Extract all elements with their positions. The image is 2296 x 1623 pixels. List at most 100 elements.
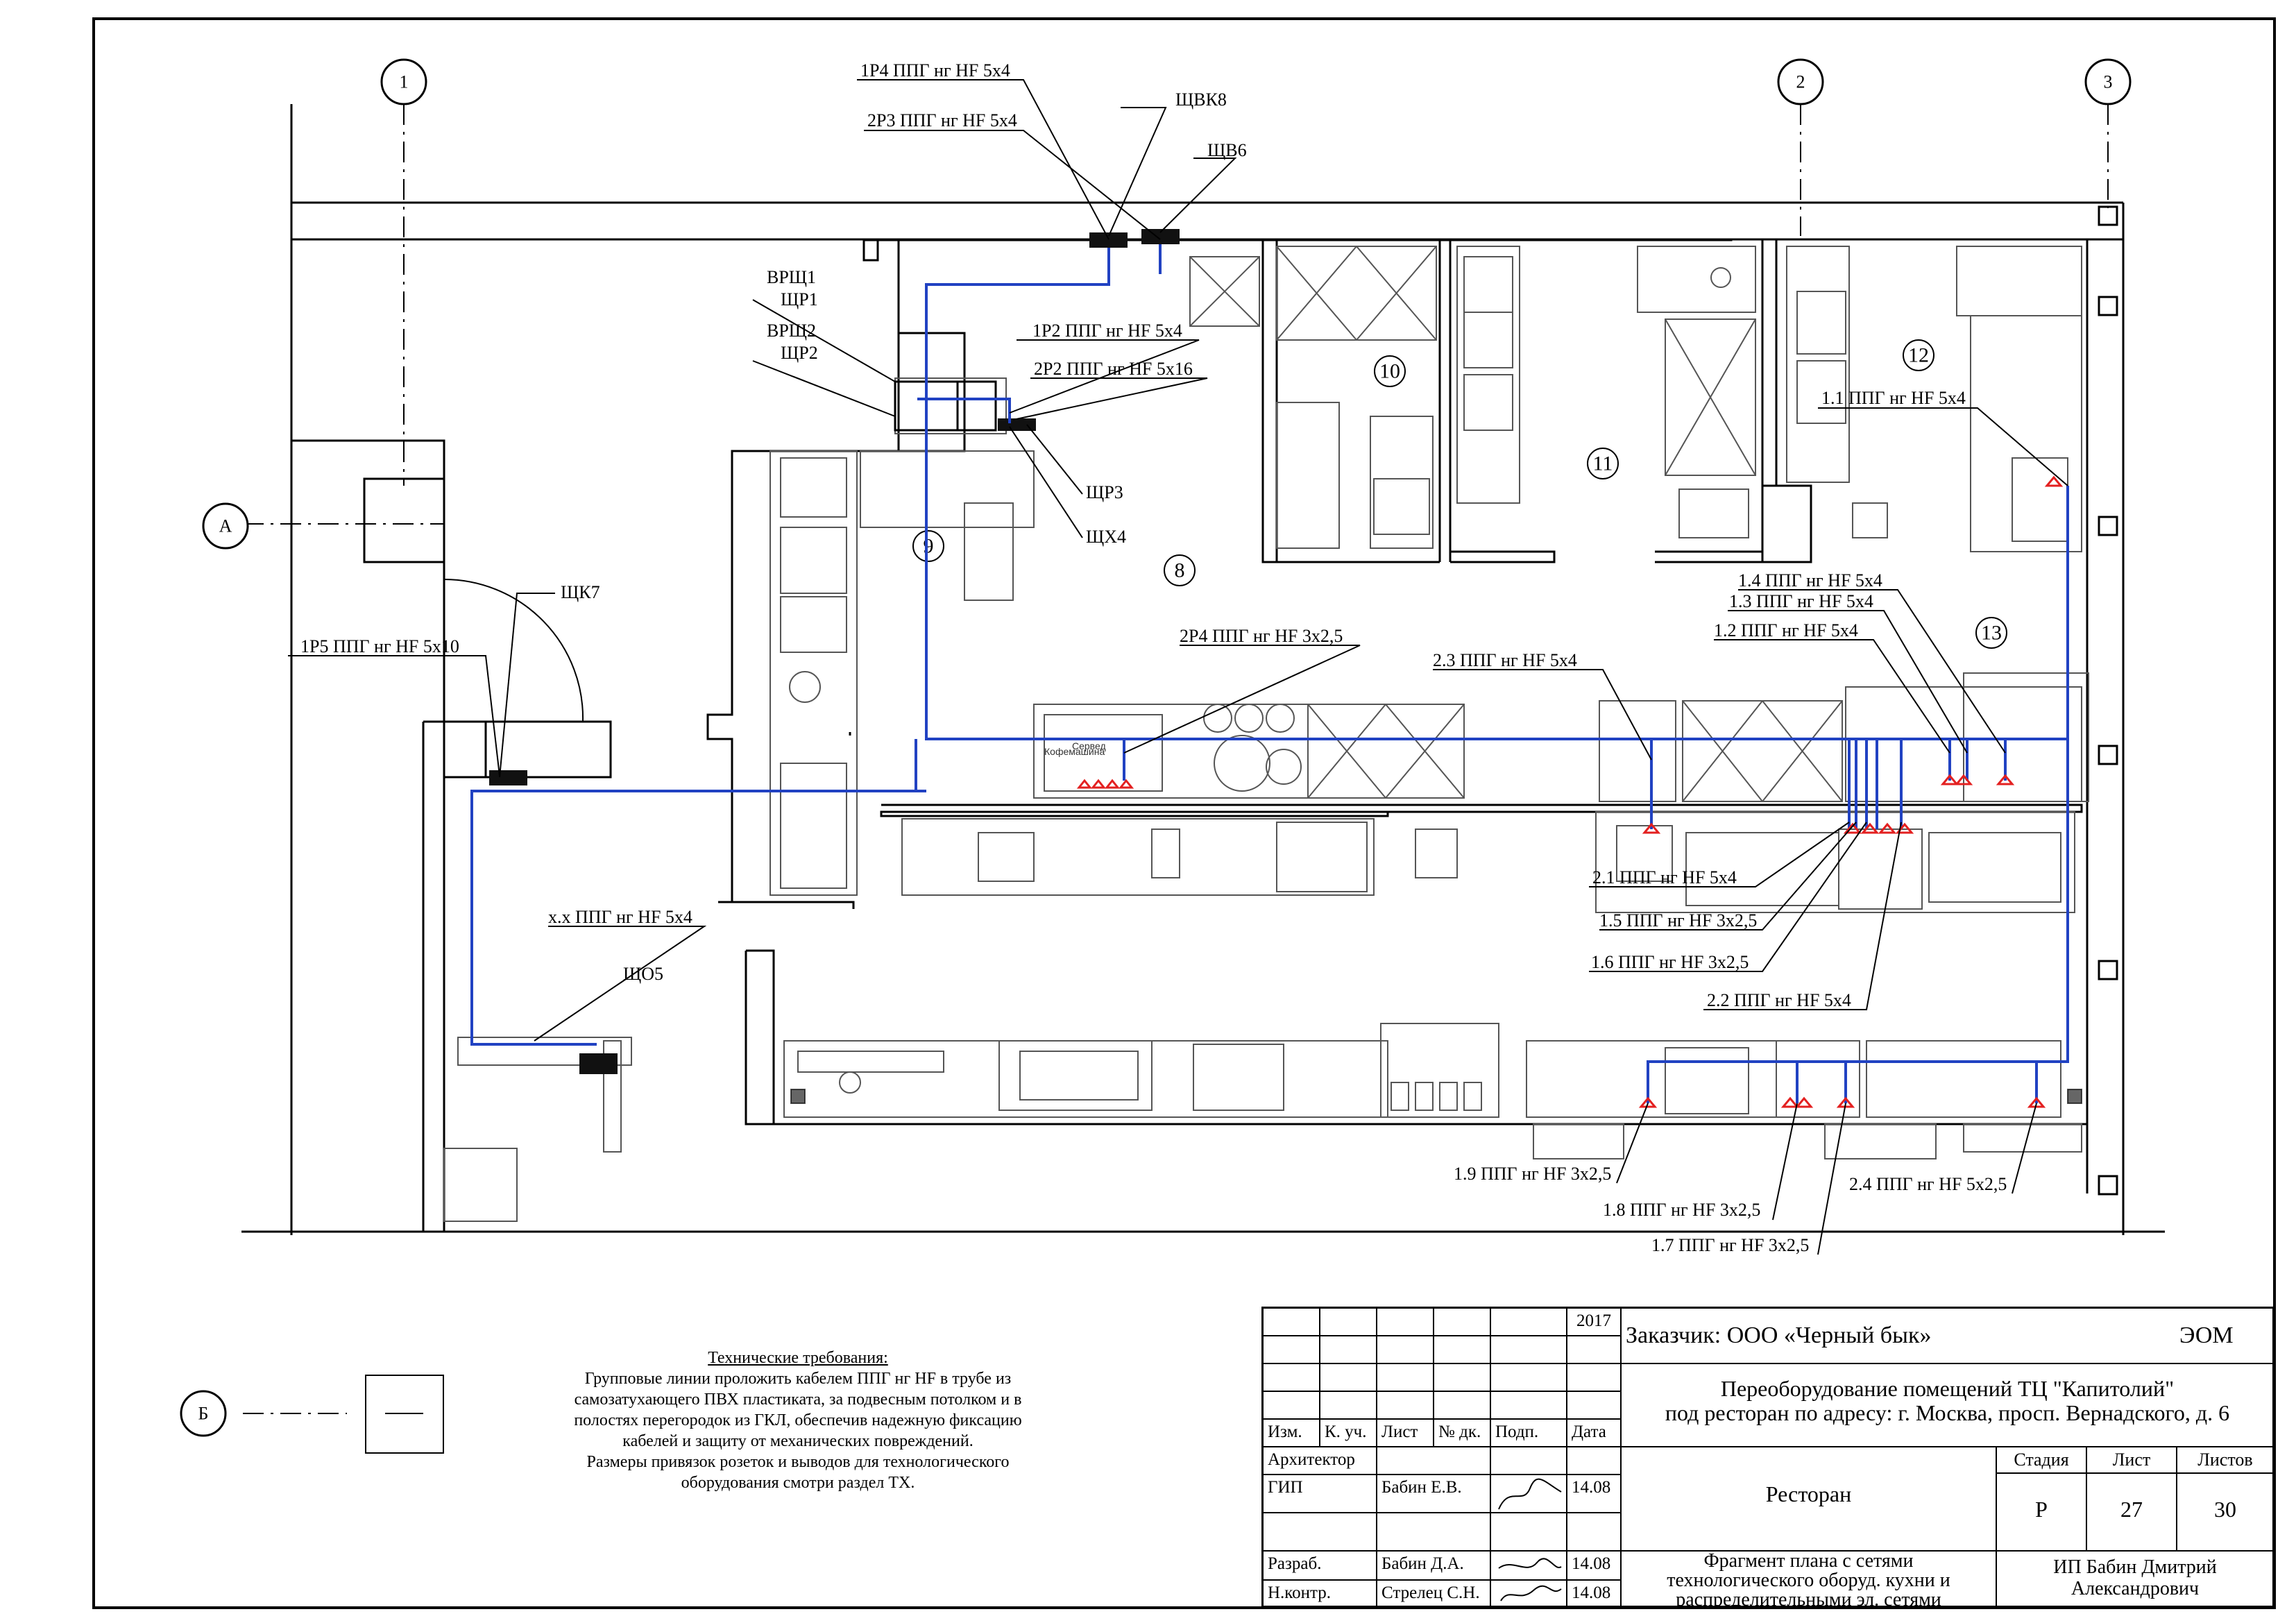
cable-xx: х.х ППГ нг HF 5х4 xyxy=(548,907,692,927)
notes-line: кабелей и защиту от механических поврежд… xyxy=(622,1432,973,1450)
hdr-list: Лист xyxy=(1377,1420,1434,1447)
svg-text:Б: Б xyxy=(198,1404,209,1424)
label-shchvk8: ЩВК8 xyxy=(1175,90,1227,110)
label-shchv6: ЩВ6 xyxy=(1207,140,1247,160)
coffee-machine-label: Кофемашина xyxy=(1044,746,1105,757)
cable-2-1: 2.1 ППГ нг HF 5х4 xyxy=(1592,867,1737,887)
room-10: 10 xyxy=(1374,355,1406,387)
cable-2-2: 2.2 ППГ нг HF 5х4 xyxy=(1707,990,1851,1010)
date-gip: 14.08 xyxy=(1567,1475,1622,1513)
svg-text:8: 8 xyxy=(1175,559,1185,582)
label-shcho5: ЩО5 xyxy=(623,964,663,984)
cable-1-4: 1.4 ППГ нг HF 5х4 xyxy=(1738,570,1882,590)
notes-line: Групповые линии проложить кабелем ППГ нг… xyxy=(584,1370,1012,1388)
svg-text:2: 2 xyxy=(1796,72,1805,92)
role-nkontr: Н.контр. xyxy=(1264,1581,1377,1608)
svg-text:9: 9 xyxy=(924,535,934,558)
notes-line: самозатухающего ПВХ пластиката, за подве… xyxy=(574,1391,1022,1409)
hdr-ndk: № дк. xyxy=(1434,1420,1491,1447)
room-12: 12 xyxy=(1903,339,1934,371)
name-gip: Бабин Е.В. xyxy=(1377,1475,1491,1513)
cable-2p4: 2Р4 ППГ нг HF 3х2,5 xyxy=(1180,626,1343,646)
power-outlets xyxy=(1076,475,2064,1108)
axis-bubble-a: А xyxy=(202,502,249,550)
role-gip: ГИП xyxy=(1264,1475,1377,1513)
cable-2p3: 2Р3 ППГ нг HF 5х4 xyxy=(867,110,1017,130)
label-vrsh1: ВРЩ1 xyxy=(767,267,816,287)
name-nkontr: Стрелец С.Н. xyxy=(1377,1581,1491,1608)
room-11: 11 xyxy=(1587,448,1619,479)
stamp-code: ЭОМ xyxy=(2179,1323,2234,1348)
sheet-value: 27 xyxy=(2087,1474,2177,1552)
sheet-frame xyxy=(92,17,2276,1609)
cable-1-8: 1.8 ППГ нг HF 3х2,5 xyxy=(1603,1200,1760,1220)
notes-title: Технические требования: xyxy=(708,1349,888,1367)
cable-1p2: 1Р2 ППГ нг HF 5х4 xyxy=(1032,321,1182,341)
date-razrab: 14.08 xyxy=(1567,1552,1622,1581)
hdr-podp: Подп. xyxy=(1491,1420,1567,1447)
cafe-label: Сервед xyxy=(1072,740,1106,751)
stamp-project: Переоборудование помещений ТЦ "Капитолий… xyxy=(1622,1364,2274,1447)
cable-1-7: 1.7 ППГ нг HF 3х2,5 xyxy=(1651,1235,1809,1255)
label-shchr2: ЩР2 xyxy=(781,343,818,363)
cable-routes xyxy=(470,244,2069,1103)
project-line2: под ресторан по адресу: г. Москва, просп… xyxy=(1665,1400,2230,1426)
leader-lines xyxy=(288,79,2068,1255)
hdr-kuch: К. уч. xyxy=(1320,1420,1377,1447)
kitchen-equipment xyxy=(443,246,2089,1222)
drawing-title: Фрагмент плана с сетями технологического… xyxy=(1622,1552,1997,1608)
axis-bubble-3: 3 xyxy=(2084,58,2132,105)
notes-line: полостях перегородок из ГКЛ, обеспечив н… xyxy=(574,1411,1022,1429)
cable-1-2: 1.2 ППГ нг HF 5х4 xyxy=(1714,620,1858,640)
panel-labels: ЩВК8 ЩВ6 ВРЩ1 ЩР1 ВРЩ2 ЩР2 ЩР3 ЩХ4 ЩК7 Щ… xyxy=(561,90,1247,984)
axis-lines xyxy=(243,104,2109,1414)
svg-text:1: 1 xyxy=(400,72,409,92)
cable-1-6: 1.6 ППГ нг HF 3х2,5 xyxy=(1591,952,1749,972)
label-vrsh2: ВРЩ2 xyxy=(767,321,816,341)
role-razrab: Разраб. xyxy=(1264,1552,1377,1581)
svg-text:3: 3 xyxy=(2104,72,2113,92)
project-line1: Переоборудование помещений ТЦ "Капитолий… xyxy=(1720,1376,2175,1401)
label-shchx4: ЩХ4 xyxy=(1086,527,1126,547)
signature-gip xyxy=(1491,1475,1567,1513)
cable-1-3: 1.3 ППГ нг HF 5х4 xyxy=(1729,591,1873,611)
axis-bubble-2: 2 xyxy=(1777,58,1824,105)
stage-value: Р xyxy=(1997,1474,2087,1552)
label-shchk7: ЩК7 xyxy=(561,582,600,602)
room-9: 9 xyxy=(912,530,944,562)
entrance-door xyxy=(443,579,584,722)
signature-razrab xyxy=(1491,1552,1567,1581)
room-8: 8 xyxy=(1164,554,1196,586)
stamp-object: Ресторан xyxy=(1622,1447,1997,1552)
organization: ИП Бабин Дмитрий Александрович xyxy=(1997,1552,2274,1608)
cable-1p5: 1Р5 ППГ нг HF 5х10 xyxy=(300,636,459,656)
cable-2-3: 2.3 ППГ нг HF 5х4 xyxy=(1433,650,1577,670)
svg-text:12: 12 xyxy=(1908,344,1929,367)
label-shchr1: ЩР1 xyxy=(781,289,818,309)
title-block: 2017 Изм. К. уч. Лист № дк. Подп. Дата А… xyxy=(1261,1307,2274,1608)
sheets-header: Листов xyxy=(2177,1447,2274,1474)
hdr-izm: Изм. xyxy=(1264,1420,1320,1447)
name-razrab: Бабин Д.А. xyxy=(1377,1552,1491,1581)
legend-square xyxy=(365,1375,444,1454)
svg-text:10: 10 xyxy=(1379,360,1400,383)
notes-line: Размеры привязок розеток и выводов для т… xyxy=(586,1453,1010,1471)
svg-text:13: 13 xyxy=(1981,622,2002,645)
cable-1-9: 1.9 ППГ нг HF 3х2,5 xyxy=(1454,1164,1611,1184)
svg-text:11: 11 xyxy=(1593,452,1613,475)
cable-labels: 1Р4 ППГ нг HF 5х4 2Р3 ППГ нг HF 5х4 1Р2 … xyxy=(300,60,2007,1255)
cable-2p2: 2Р2 ППГ нг HF 5х16 xyxy=(1034,359,1193,379)
svg-text:А: А xyxy=(219,516,232,536)
notes-line: оборудования смотри раздел ТХ. xyxy=(681,1474,915,1492)
stamp-customer: Заказчик: ООО «Черный бык» xyxy=(1622,1309,2274,1364)
date-nkontr: 14.08 xyxy=(1567,1581,1622,1608)
cable-1p4: 1Р4 ППГ нг HF 5х4 xyxy=(860,60,1010,80)
room-13: 13 xyxy=(1975,617,2007,649)
technical-notes: Технические требования: Групповые линии … xyxy=(486,1348,1110,1493)
hatched-columns xyxy=(791,1089,2082,1103)
hdr-data: Дата xyxy=(1567,1420,1622,1447)
stamp-year: 2017 xyxy=(1567,1309,1622,1336)
label-shchr3: ЩР3 xyxy=(1086,482,1123,502)
axis-bubble-1: 1 xyxy=(380,58,427,105)
